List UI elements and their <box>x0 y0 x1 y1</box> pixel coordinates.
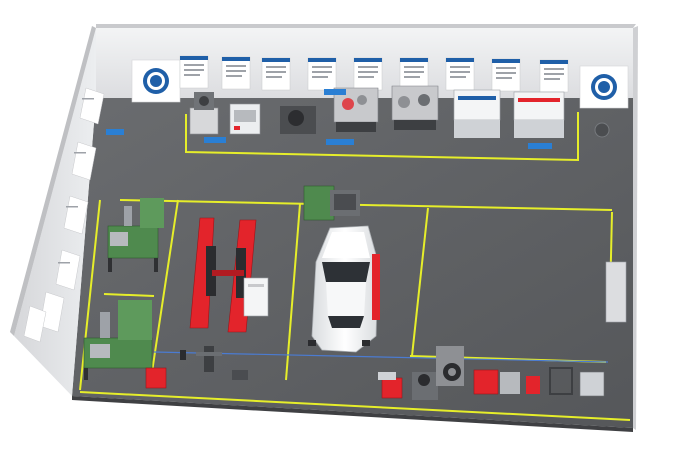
floor-drain <box>594 122 610 138</box>
wall-poster <box>23 305 47 343</box>
left-wall <box>14 28 96 396</box>
floor-tag <box>528 143 552 149</box>
wheel-aligner <box>180 346 248 380</box>
back-wall-posters <box>179 55 569 93</box>
left-lift-zone <box>119 199 613 211</box>
wall-poster <box>71 141 97 181</box>
wall-tag <box>106 129 124 135</box>
wall-poster <box>221 56 251 90</box>
blue-zone-line <box>153 351 609 363</box>
right-wall-shelf <box>605 261 627 323</box>
electrical-trainer-right <box>513 91 565 138</box>
wall-poster <box>399 57 429 91</box>
bay-divider-2 <box>285 203 301 381</box>
wall-poster <box>307 57 337 91</box>
wall-poster <box>445 57 475 91</box>
right-wall-edge <box>633 26 638 430</box>
lift-rail-left <box>189 217 215 329</box>
floor-tags <box>106 89 552 149</box>
tool-zone-equipment <box>412 346 605 400</box>
side-zone-line <box>79 199 101 391</box>
wall-poster <box>353 57 383 91</box>
left-wall-posters <box>23 87 105 343</box>
floor-tag <box>324 89 346 95</box>
suspension-display-board <box>391 85 439 130</box>
floor-front-edge <box>72 396 633 432</box>
front-zone-line <box>79 391 631 421</box>
bay-divider-3 <box>411 207 429 357</box>
floor-zone-lines <box>79 112 631 421</box>
car-windshield <box>322 262 370 282</box>
chassis-display-board <box>333 87 379 132</box>
wall-poster <box>79 87 105 125</box>
back-equipment-row <box>189 85 610 138</box>
workbench-station-lower <box>83 300 153 380</box>
floor-tag <box>326 139 354 145</box>
back-zone-boundary <box>185 112 579 162</box>
car-rear-window <box>328 316 364 328</box>
wall-poster <box>539 59 569 93</box>
red-cabinet <box>473 369 499 395</box>
tool-cart-green <box>303 185 360 221</box>
transmission-stand <box>280 106 316 134</box>
grey-machine <box>500 372 520 394</box>
tire-changer-base <box>378 372 396 380</box>
lift-icon <box>189 217 257 333</box>
wall-logo-right-icon <box>579 65 629 109</box>
wall-poster <box>179 55 209 89</box>
mid-zone-line <box>103 293 155 297</box>
red-toolbox <box>381 377 403 399</box>
car-roof <box>326 282 366 316</box>
press-frame <box>549 367 573 395</box>
wall-poster <box>55 249 81 291</box>
control-panel <box>229 103 261 135</box>
back-wall-top-edge <box>96 24 636 28</box>
car-icon <box>308 225 380 353</box>
car-hood <box>322 232 370 258</box>
red-toolbox <box>145 367 167 389</box>
bay-divider-1 <box>151 199 179 373</box>
electrical-trainer-left <box>453 89 501 138</box>
tool-rack <box>579 371 605 397</box>
workbench-station-upper <box>107 198 164 272</box>
engine-stand <box>189 92 219 135</box>
wall-poster <box>63 195 89 235</box>
cabinet-icon <box>243 277 269 317</box>
wall-poster <box>261 57 291 91</box>
red-jack <box>526 376 540 394</box>
wall-poster <box>491 58 521 92</box>
car-lift-arm <box>372 254 380 320</box>
left-wall-top-edge <box>10 26 96 336</box>
wall-logo-left-icon <box>131 59 181 103</box>
floor-tag <box>204 137 226 143</box>
